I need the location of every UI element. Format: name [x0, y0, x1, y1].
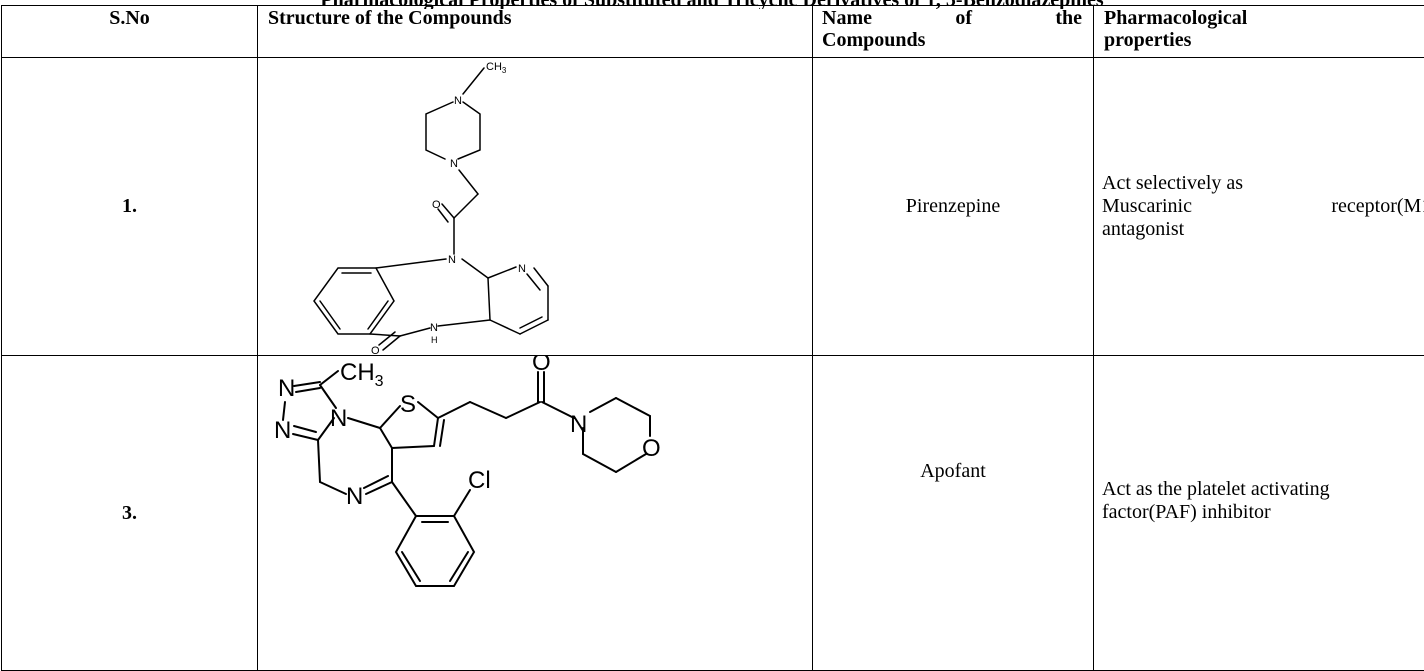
- header-prop-line-1: Pharmacological: [1104, 7, 1424, 29]
- name-cell: Apofant: [813, 356, 1094, 671]
- compounds-table: S.No Structure of the Compounds Name of …: [1, 5, 1424, 671]
- header-sno: S.No: [2, 6, 258, 58]
- table-row: 1.: [2, 58, 1424, 356]
- atom-n: N: [278, 375, 295, 402]
- atom-cl: Cl: [468, 467, 491, 494]
- atom-n: N: [450, 158, 458, 170]
- atom-o: O: [642, 435, 661, 462]
- prop-line: antagonist: [1102, 218, 1424, 241]
- prop-line: Act as the platelet activating: [1102, 478, 1330, 501]
- header-row: S.No Structure of the Compounds Name of …: [2, 6, 1424, 58]
- header-name-word-1: Name: [822, 7, 872, 29]
- prop-word: receptor(M1): [1331, 195, 1424, 218]
- atom-s: S: [400, 391, 416, 418]
- sno-cell: 3.: [2, 356, 258, 671]
- prop-line: Act selectively as: [1102, 172, 1424, 195]
- atom-o: O: [371, 345, 380, 355]
- header-name-word-3: the: [1055, 7, 1082, 29]
- properties-cell: Act as the platelet activating factor(PA…: [1094, 356, 1424, 671]
- atom-n: N: [274, 417, 291, 444]
- atom-n: N: [518, 263, 526, 275]
- sno-cell: 1.: [2, 58, 258, 356]
- structure-cell: CH3 N N N S O N O N Cl: [258, 356, 813, 671]
- properties-cell: Act selectively as Muscarinic receptor(M…: [1094, 58, 1424, 356]
- header-prop-line-2: properties: [1104, 29, 1424, 51]
- table-row: 3.: [2, 356, 1424, 671]
- header-name: Name of the Compounds: [813, 6, 1094, 58]
- atom-n: N: [454, 95, 462, 107]
- atom-n: N: [330, 405, 347, 432]
- pirenzepine-structure: CH3 N N O N N N H O: [258, 58, 813, 355]
- atom-n: N: [346, 483, 363, 510]
- atom-ch3: CH3: [340, 359, 384, 390]
- atom-o: O: [532, 356, 551, 376]
- header-name-line-2: Compounds: [822, 29, 1093, 51]
- prop-line: factor(PAF) inhibitor: [1102, 501, 1330, 524]
- atom-n: N: [448, 254, 456, 266]
- atom-o: O: [432, 199, 441, 211]
- apofant-structure: CH3 N N N S O N O N Cl: [258, 356, 813, 670]
- structure-cell: CH3 N N O N N N H O: [258, 58, 813, 356]
- prop-word: Muscarinic: [1102, 195, 1192, 218]
- atom-n: N: [430, 322, 438, 334]
- header-structure: Structure of the Compounds: [258, 6, 813, 58]
- name-cell: Pirenzepine: [813, 58, 1094, 356]
- header-properties: Pharmacological properties: [1094, 6, 1424, 58]
- header-name-word-2: of: [955, 7, 972, 29]
- atom-n: N: [570, 411, 587, 438]
- atom-h: H: [431, 335, 438, 345]
- atom-ch3: CH3: [486, 61, 507, 75]
